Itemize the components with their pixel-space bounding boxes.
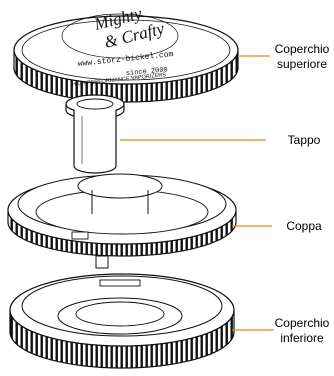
cap-opening bbox=[77, 99, 113, 109]
label-cup: Coppa bbox=[276, 219, 332, 234]
cup bbox=[8, 174, 236, 256]
label-cup-line1: Coppa bbox=[276, 219, 332, 234]
label-top-lid-line1: Coperchio bbox=[270, 42, 334, 57]
label-bottom-lid: Coperchio inferiore bbox=[270, 316, 334, 346]
label-top-lid: Coperchio superiore bbox=[270, 42, 334, 72]
label-cap-line1: Tappo bbox=[276, 133, 332, 148]
label-bottom-lid-line1: Coperchio bbox=[270, 316, 334, 331]
label-cap: Tappo bbox=[276, 133, 332, 148]
bottom-lid-tab bbox=[100, 280, 140, 286]
label-top-lid-line2: superiore bbox=[270, 57, 334, 72]
bottom-lid bbox=[10, 274, 234, 368]
cap bbox=[66, 95, 124, 173]
cap-body bbox=[74, 110, 116, 173]
cup-stem bbox=[96, 256, 108, 268]
cup-notch bbox=[72, 232, 88, 239]
bottom-lid-center bbox=[76, 302, 164, 326]
label-bottom-lid-line2: inferiore bbox=[270, 331, 334, 346]
cup-center-hole bbox=[78, 174, 162, 198]
